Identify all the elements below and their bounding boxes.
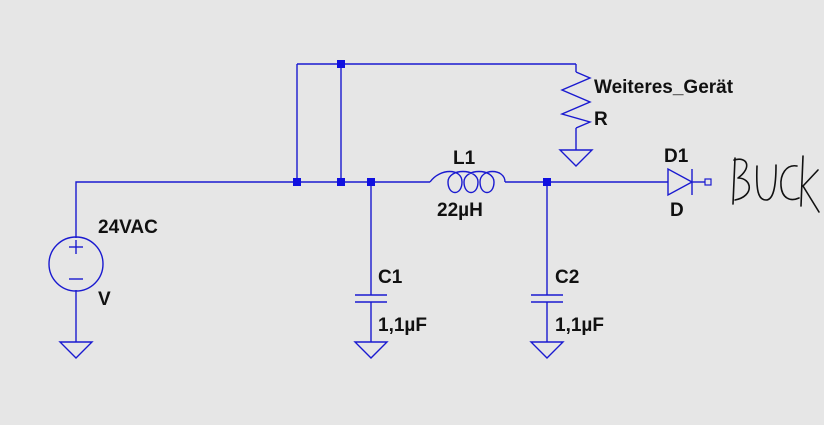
ground-icon — [58, 341, 94, 359]
output-port-icon[interactable] — [704, 178, 712, 186]
junction-dot — [293, 178, 301, 186]
resistor-name-label: R — [594, 109, 608, 130]
resistor-value-label: Weiteres_Gerät — [594, 77, 734, 98]
ground-icon — [353, 341, 389, 359]
junctions — [293, 60, 551, 186]
wires — [75, 63, 705, 342]
junction-dot — [337, 178, 345, 186]
cap1-name-label: C1 — [378, 267, 403, 288]
inductor-symbol[interactable] — [429, 170, 506, 194]
capacitor-c2-symbol[interactable] — [531, 294, 563, 303]
capacitor-c1-symbol[interactable] — [355, 294, 387, 303]
junction-dot — [337, 60, 345, 68]
voltage-source-circle — [48, 236, 104, 292]
voltage-source-symbol[interactable] — [48, 236, 104, 292]
inductor-coil-icon — [429, 170, 506, 194]
diode-model-label: D — [670, 200, 684, 221]
diode-triangle-icon — [667, 167, 694, 197]
diode-symbol[interactable] — [667, 167, 694, 197]
ground-icon — [529, 341, 565, 359]
junction-dot — [543, 178, 551, 186]
inductor-name-label: L1 — [453, 148, 476, 169]
wire-source-top[interactable] — [75, 181, 297, 238]
junction-dot — [367, 178, 375, 186]
source-name-label: V — [98, 289, 111, 310]
cap2-value-label: 1,1µF — [555, 315, 604, 336]
resistor-symbol[interactable] — [559, 71, 593, 129]
handwritten-annotation — [732, 155, 820, 213]
ground-icon — [558, 149, 594, 167]
cap1-value-label: 1,1µF — [378, 315, 427, 336]
source-value-label: 24VAC — [98, 217, 158, 238]
inductor-value-label: 22µH — [437, 200, 483, 221]
diode-name-label: D1 — [664, 146, 689, 167]
cap2-name-label: C2 — [555, 267, 579, 288]
